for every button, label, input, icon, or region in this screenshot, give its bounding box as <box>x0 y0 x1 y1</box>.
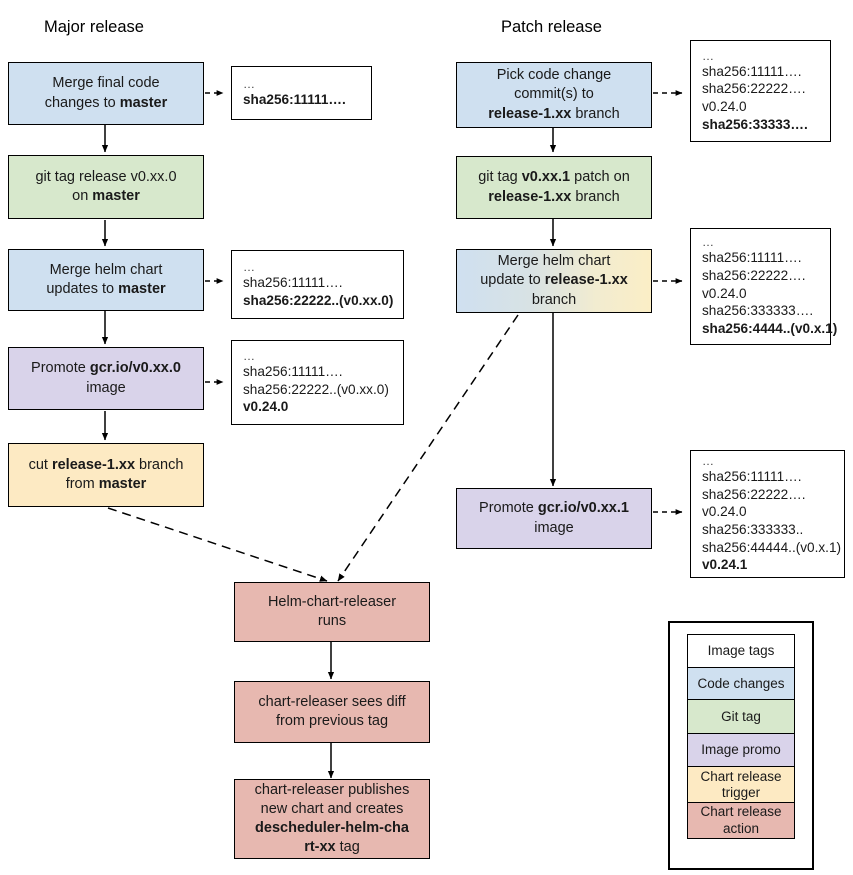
image-tags-box-major-2: …sha256:11111…. sha256:22222..(v0.xx.0) <box>231 250 404 319</box>
image-tags-box-patch-3: …sha256:11111…. sha256:22222…. v0.24.0 sha2… <box>690 450 845 578</box>
legend-label: Image promo <box>701 742 781 758</box>
tag-line: sha256:11111…. <box>702 468 802 484</box>
legend-label: Chart release trigger <box>700 768 782 800</box>
tag-line: v0.24.0 <box>702 504 747 520</box>
tag-ellipsis: … <box>243 349 257 363</box>
legend-item-image-tags: Image tags <box>687 634 795 668</box>
column-title-patch: Patch release <box>501 18 602 36</box>
image-tags-box-patch-2: …sha256:11111…. sha256:22222…. v0.24.0 sha2… <box>690 228 838 345</box>
tag-line: sha256:22222…. <box>702 486 806 502</box>
tag-line: sha256:11111…. <box>243 274 343 290</box>
tag-ellipsis: … <box>702 235 716 250</box>
image-tags-box-major-1: …sha256:11111…. <box>231 66 372 120</box>
legend-item-chart-release-trigger: Chart release trigger <box>687 766 795 804</box>
tag-line: sha256:4444..(v0.x.1) <box>702 321 838 337</box>
tag-ellipsis: … <box>243 259 257 274</box>
tag-line: sha256:11111…. <box>243 364 343 379</box>
legend-item-git-tag: Git tag <box>687 699 795 735</box>
tag-line: v0.24.0 <box>243 399 289 415</box>
tag-line: sha256:22222..(v0.xx.0) <box>243 292 394 308</box>
image-tags-box-patch-1: …sha256:11111…. sha256:22222…. v0.24.0 sha2… <box>690 40 831 142</box>
tag-line: sha256:22222…. <box>702 268 806 283</box>
legend-item-code-changes: Code changes <box>687 666 795 701</box>
image-tags-box-major-3: …sha256:11111…. sha256:22222..(v0.xx.0) v0… <box>231 340 404 425</box>
tag-line: sha256:333333.. <box>702 522 804 537</box>
legend-label: Image tags <box>707 642 775 658</box>
legend-item-image-promo: Image promo <box>687 732 795 768</box>
tag-ellipsis: … <box>702 48 716 63</box>
legend-panel: Image tags Code changes Git tag Image pr… <box>668 621 814 870</box>
legend-item-chart-release-action: Chart release action <box>687 802 795 840</box>
tag-line: sha256:333333…. <box>702 303 814 319</box>
tag-line: v0.24.0 <box>702 285 747 301</box>
tag-line: sha256:33333…. <box>702 116 808 132</box>
tag-line: sha256:44444..(v0.x.1) <box>702 539 842 555</box>
column-title-major: Major release <box>44 18 144 36</box>
tag-ellipsis: … <box>243 77 257 92</box>
tag-ellipsis: … <box>702 453 716 468</box>
tag-line: v0.24.0 <box>702 99 747 114</box>
tag-line: sha256:22222…. <box>702 81 806 97</box>
tag-line: sha256:11111…. <box>702 63 802 79</box>
legend-label: Code changes <box>697 675 785 691</box>
tag-line: sha256:11111…. <box>243 92 346 108</box>
legend-label: Chart release action <box>700 804 782 836</box>
tag-line: v0.24.1 <box>702 557 748 573</box>
tag-line: sha256:22222..(v0.xx.0) <box>243 381 389 397</box>
legend-label: Git tag <box>721 708 761 724</box>
edge-trigger-from-cutbranch <box>107 507 328 582</box>
tag-line: sha256:11111…. <box>702 250 802 266</box>
